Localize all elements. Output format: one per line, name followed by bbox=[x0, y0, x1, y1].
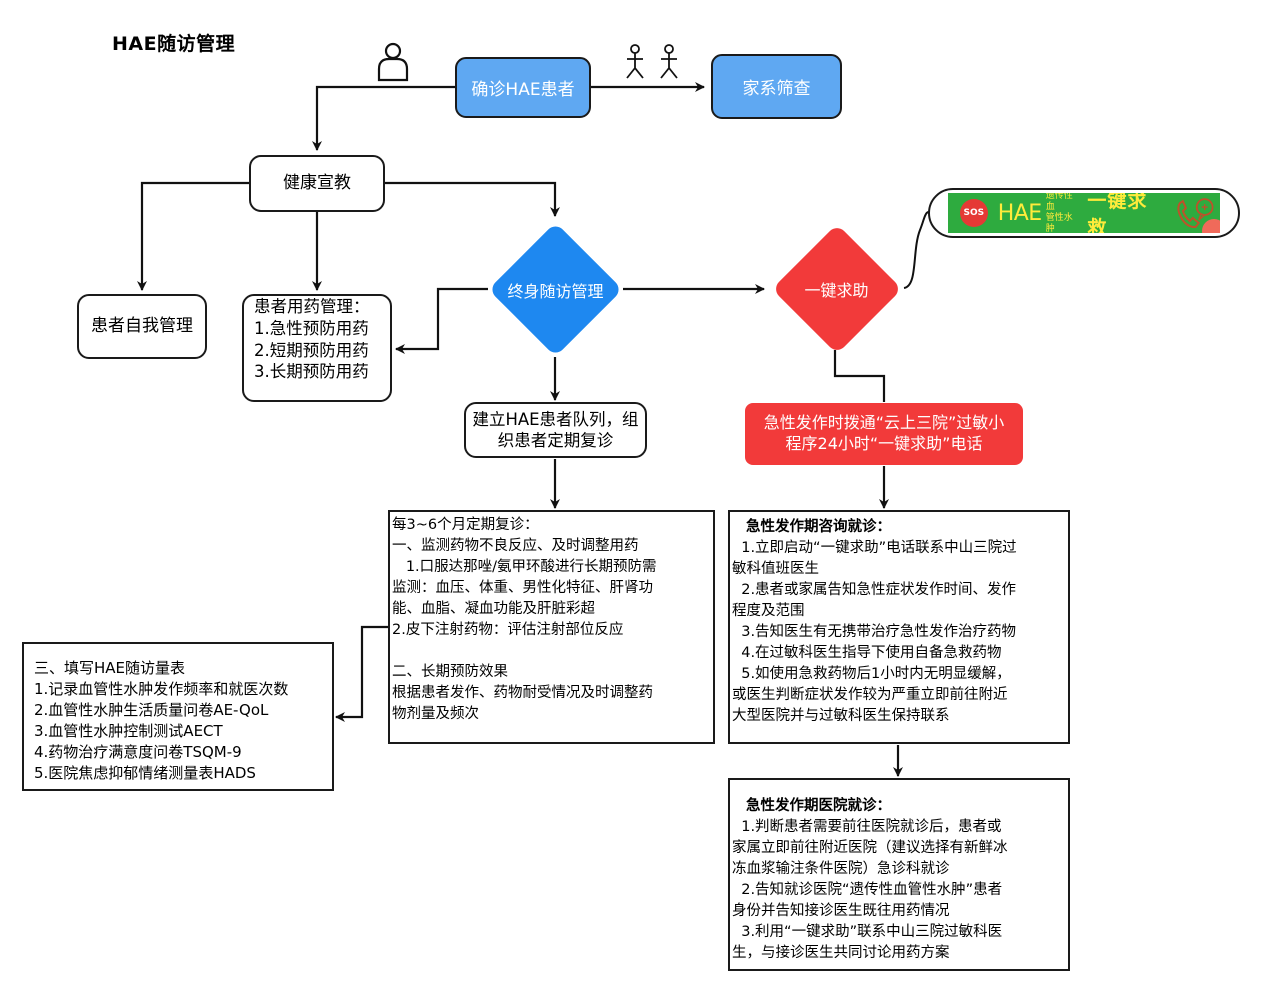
edge-lifelong-to-medication bbox=[395, 287, 488, 354]
node-regular-review[interactable]: 每3~6个月定期复诊： 一、监测药物不良反应、及时调整用药 1.口服达那唑/氨甲环… bbox=[388, 510, 715, 744]
edge-onekey-to-call bbox=[833, 350, 886, 402]
node-family-screening-label: 家系筛查 bbox=[742, 79, 811, 99]
medication-heading: 患者用药管理： bbox=[254, 297, 370, 316]
box-line: 2.皮下注射药物：评估注射部位反应 bbox=[392, 622, 624, 639]
node-followup-scales[interactable]: 三、填写HAE随访量表 1.记录血管性水肿发作频率和就医次数 2.血管性水肿生活… bbox=[22, 642, 334, 791]
sos-main-text: 一键求救 bbox=[1087, 193, 1148, 233]
scales-item: 2.血管性水肿生活质量问卷AE-QoL bbox=[34, 701, 269, 719]
sos-banner: SOS HAE 遗传性血 管性水肿 一键求救 bbox=[948, 193, 1220, 233]
medication-item: 3.长期预防用药 bbox=[254, 362, 369, 382]
box-line: 程度及范围 bbox=[732, 603, 805, 620]
box-line: 4.在过敏科医生指导下使用自备急救药物 bbox=[732, 645, 1002, 662]
phone-icon bbox=[1177, 198, 1214, 228]
sos-callout[interactable]: SOS HAE 遗传性血 管性水肿 一键求救 bbox=[928, 188, 1240, 238]
emergency-call-line: 程序24小时“一键求助”电话 bbox=[785, 434, 983, 453]
box-line: 2.告知就诊医院“遗传性血管性水肿”患者 bbox=[732, 882, 1003, 899]
box-line: 根据患者发作、药物耐受情况及时调整药 bbox=[392, 685, 653, 702]
sos-hae-text: HAE bbox=[997, 200, 1043, 226]
node-family-screening[interactable]: 家系筛查 bbox=[711, 54, 842, 119]
box-heading: 急性发作期医院就诊： bbox=[746, 798, 891, 814]
edge-review-to-scales bbox=[335, 625, 388, 722]
box-heading: 急性发作期咨询就诊： bbox=[746, 519, 891, 535]
node-lifelong-followup[interactable]: 终身随访管理 bbox=[488, 222, 623, 357]
node-one-key-help[interactable]: 一键求助 bbox=[770, 223, 903, 355]
decorative-dot bbox=[1202, 219, 1220, 233]
scales-item: 3.血管性水肿控制测试AECT bbox=[34, 722, 223, 740]
sos-subtitle-bottom: 管性水肿 bbox=[1045, 213, 1073, 233]
node-health-education-label: 健康宣教 bbox=[283, 173, 351, 194]
medication-item: 1.急性预防用药 bbox=[254, 318, 369, 338]
box-line: 能、血脂、凝血功能及肝脏彩超 bbox=[392, 601, 595, 618]
box-line: 物剂量及频次 bbox=[392, 706, 479, 723]
box-line: 1.判断患者需要前往医院就诊后，患者或 bbox=[732, 819, 1002, 836]
box-line: 敏科值班医生 bbox=[732, 561, 819, 578]
box-line: 冻血浆输注条件医院）急诊科就诊 bbox=[732, 861, 950, 878]
node-acute-consult[interactable]: 急性发作期咨询就诊： 1.立即启动“一键求助”电话联系中山三院过敏科值班医生 2… bbox=[728, 510, 1070, 744]
box-line: 或医生判断症状发作较为严重立即前往附近 bbox=[732, 687, 1008, 704]
box-line: 家属立即前往附近医院（建议选择有新鲜冰 bbox=[732, 840, 1008, 857]
node-health-education[interactable]: 健康宣教 bbox=[249, 155, 385, 212]
cohort-line: 织患者定期复诊 bbox=[497, 431, 614, 450]
edge-education-to-lifelong bbox=[384, 181, 560, 217]
edge-confirm-to-education bbox=[312, 85, 455, 151]
node-confirm-patient[interactable]: 确诊HAE患者 bbox=[455, 57, 591, 118]
box-line: 1.口服达那唑/氨甲环酸进行长期预防需 bbox=[392, 559, 657, 576]
node-one-key-help-label: 一键求助 bbox=[804, 281, 869, 300]
box-line: 1.立即启动“一键求助”电话联系中山三院过 bbox=[732, 540, 1017, 557]
scales-item: 5.医院焦虑抑郁情绪测量表HADS bbox=[34, 764, 256, 782]
box-line: 一、监测药物不良反应、及时调整用药 bbox=[392, 538, 639, 555]
box-line: 5.如使用急救药物后1小时内无明显缓解， bbox=[732, 666, 1011, 683]
box-line: 3.利用“一键求助”联系中山三院过敏科医 bbox=[732, 924, 1003, 941]
box-line: 身份并告知接诊医生既往用药情况 bbox=[732, 903, 950, 920]
edge-education-to-self bbox=[137, 181, 250, 291]
sos-subtitle-top: 遗传性血 bbox=[1045, 193, 1073, 213]
scales-heading: 三、填写HAE随访量表 bbox=[34, 659, 186, 677]
node-self-management[interactable]: 患者自我管理 bbox=[77, 294, 207, 359]
node-self-management-label: 患者自我管理 bbox=[91, 316, 193, 337]
page-title: HAE随访管理 bbox=[112, 33, 236, 55]
box-line: 生，与接诊医生共同讨论用药方案 bbox=[732, 945, 950, 962]
cohort-line: 建立HAE患者队列，组 bbox=[472, 409, 639, 429]
box-line: 2.患者或家属告知急性症状发作时间、发作 bbox=[732, 582, 1017, 599]
sos-subtitle: 遗传性血 管性水肿 bbox=[1046, 193, 1082, 233]
scales-item: 4.药物治疗满意度问卷TSQM-9 bbox=[34, 743, 242, 761]
node-confirm-patient-label: 确诊HAE患者 bbox=[471, 80, 575, 100]
stick-figures-icon bbox=[626, 44, 678, 79]
emergency-call-line: 急性发作时拨通“云上三院”过敏小 bbox=[763, 413, 1005, 433]
box-line: 监测：血压、体重、男性化特征、肝肾功 bbox=[392, 580, 653, 597]
node-cohort[interactable]: 建立HAE患者队列，组 织患者定期复诊 bbox=[464, 402, 647, 458]
medication-item: 2.短期预防用药 bbox=[254, 340, 369, 360]
scales-item: 1.记录血管性水肿发作频率和就医次数 bbox=[34, 680, 289, 698]
box-line bbox=[392, 641, 713, 662]
box-line: 大型医院并与过敏科医生保持联系 bbox=[732, 708, 950, 725]
box-line: 3.告知医生有无携带治疗急性发作治疗药物 bbox=[732, 624, 1017, 641]
node-medication-management[interactable]: 患者用药管理： 1.急性预防用药 2.短期预防用药 3.长期预防用药 bbox=[242, 294, 392, 402]
node-emergency-call[interactable]: 急性发作时拨通“云上三院”过敏小 程序24小时“一键求助”电话 bbox=[745, 403, 1023, 465]
box-line: 每3~6个月定期复诊： bbox=[392, 517, 539, 533]
sos-icon: SOS bbox=[960, 199, 988, 227]
node-lifelong-followup-label: 终身随访管理 bbox=[507, 281, 604, 301]
box-line: 二、长期预防效果 bbox=[392, 664, 508, 681]
person-icon bbox=[377, 42, 409, 82]
node-acute-hospital[interactable]: 急性发作期医院就诊： 1.判断患者需要前往医院就诊后，患者或家属立即前往附近医院… bbox=[728, 778, 1070, 971]
